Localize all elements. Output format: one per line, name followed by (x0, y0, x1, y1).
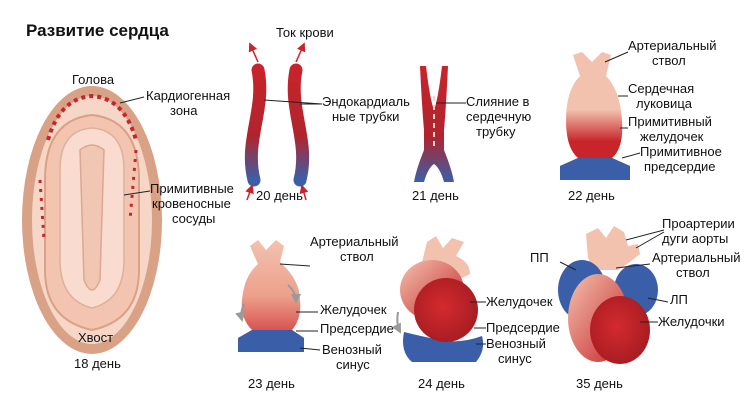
atrium23-label: Предсердие (320, 321, 394, 336)
flow-arrow-top-left (248, 42, 259, 63)
trunk35-label-2: ствол (676, 265, 710, 280)
leader-trunk22 (604, 51, 629, 63)
ventricle22-label-2: желудочек (640, 129, 704, 144)
stage35-day-label: 35 день (576, 376, 623, 391)
embryo-day-label: 18 день (74, 356, 121, 371)
diagram-title: Развитие сердца (26, 21, 169, 40)
leader-arches-1 (625, 229, 665, 241)
leader-sinus23 (299, 347, 321, 351)
primitive-heart-tube (560, 52, 630, 180)
sinus24-label-2: синус (498, 351, 532, 366)
leader-arches-2 (635, 231, 665, 249)
aortic-arches-35 (586, 226, 640, 270)
cardiogenic-label-1: Кардиогенная (146, 88, 230, 103)
cardiogenic-label-2: зона (170, 103, 198, 118)
stage24-day-label: 24 день (418, 376, 465, 391)
stage-24-day (391, 236, 486, 362)
cardiogenic-zone (46, 93, 138, 141)
heart-tube-23 (238, 240, 304, 352)
ventricles35-label: Желудочки (658, 314, 725, 329)
loop-arrow-23-left (235, 303, 245, 322)
trunk22-label-2: ствол (652, 53, 686, 68)
stage22-day-label: 22 день (568, 188, 615, 203)
endocardial-label-2: ные трубки (332, 109, 399, 124)
leader-trunk23 (279, 263, 311, 267)
sinus-24 (403, 332, 484, 362)
loop-arrow-23-right (287, 284, 301, 304)
leader-la (647, 297, 669, 303)
bulb22-label-1: Сердечная (628, 81, 694, 96)
sinus23-label-2: синус (336, 357, 370, 372)
leader-ra (559, 261, 577, 271)
right-atrium-label: ПП (530, 250, 549, 265)
merge-label-2: сердечную (466, 109, 531, 124)
trunk23-label-1: Артериальный (310, 234, 399, 249)
stage21-day-label: 21 день (412, 188, 459, 203)
leader-vessels (123, 190, 151, 196)
atrium22-label-1: Примитивное (640, 144, 722, 159)
sinus-23 (238, 330, 304, 352)
ventricle23-label: Желудочек (320, 302, 387, 317)
vessels-label-3: сосуды (172, 211, 215, 226)
left-atrium-label: ЛП (670, 292, 688, 307)
leader-endo-left (263, 99, 323, 105)
embryo-tail-label: Хвост (78, 330, 113, 345)
leader-trunk35 (615, 263, 651, 269)
stage-23-day (235, 240, 321, 352)
merge-label-3: трубку (476, 124, 516, 139)
flow-arrow-bottom-right (299, 184, 309, 201)
embryo-head-label: Голова (72, 72, 115, 87)
flow-arrow-bottom-left (245, 184, 254, 201)
stage-20-day (244, 42, 323, 201)
vessels-label-2: кровеносные (152, 196, 231, 211)
bulb22-label-2: луковица (636, 96, 693, 111)
stage-35-day (558, 226, 669, 364)
sinus23-label-1: Венозный (322, 342, 382, 357)
ventricle24-label: Желудочек (486, 294, 553, 309)
trunk35-label-1: Артериальный (652, 250, 741, 265)
merge-label-1: Слияние в (466, 94, 530, 109)
endocardial-label-1: Эндокардиаль (322, 94, 410, 109)
blood-flow-label: Ток крови (276, 25, 334, 40)
leader-cardiogenic (119, 96, 145, 104)
arches-label-1: Проартерии (662, 216, 735, 231)
embryo-18-day (22, 86, 162, 354)
endocardial-tube-left (244, 63, 267, 187)
loop-arrow-24 (391, 311, 401, 334)
trunk22-label-1: Артериальный (628, 38, 717, 53)
trunk23-label-2: ствол (340, 249, 374, 264)
stage-22-day (560, 51, 641, 180)
primitive-vessels-left (38, 179, 46, 241)
vessels-label-1: Примитивные (150, 181, 234, 196)
atrium22-label-2: предсердие (644, 159, 716, 174)
sinus24-label-1: Венозный (486, 336, 546, 351)
neural-groove (79, 144, 105, 291)
endocardial-tube-right (287, 63, 310, 187)
primitive-vessels-right (128, 149, 138, 221)
ventricle22-label-1: Примитивный (628, 114, 712, 129)
atrium24-label: Предсердие (486, 320, 560, 335)
stage23-day-label: 23 день (248, 376, 295, 391)
leader-atrium22 (621, 152, 641, 159)
stage20-day-label: 20 день (256, 188, 303, 203)
primitive-atrium (560, 158, 630, 180)
stage-21-day (414, 66, 466, 182)
arches-label-2: дуги аорты (662, 231, 728, 246)
flow-arrow-top-right (295, 42, 306, 63)
ventricle-24 (414, 278, 478, 342)
ventricles-35 (590, 296, 650, 364)
